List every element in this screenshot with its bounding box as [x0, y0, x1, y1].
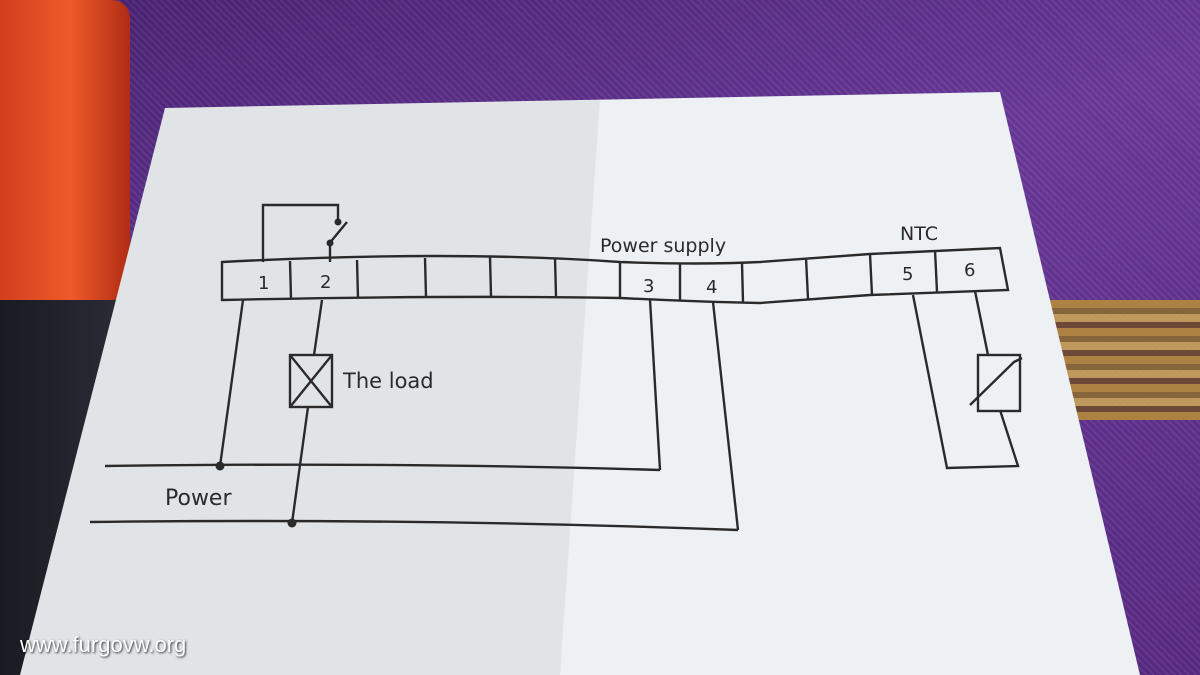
ntc-thermistor-slash: [969, 356, 1023, 406]
ntc-wire-5: [911, 294, 1020, 470]
relay-wire: [261, 203, 340, 262]
wire-terminal-4: [711, 301, 740, 531]
load-label: The load: [342, 369, 434, 393]
load-cross: [289, 354, 333, 408]
junction-power-1: [215, 461, 225, 471]
diagram-lines: [89, 203, 1023, 532]
load-symbol: [288, 353, 334, 409]
terminal-3-label: 3: [643, 276, 654, 297]
junction-switch-bottom: [326, 239, 334, 247]
wire-terminal-3: [648, 299, 662, 471]
terminal-4-label: 4: [706, 277, 717, 298]
watermark: www.furgovw.org: [20, 632, 187, 657]
paper-sheet: [20, 92, 1140, 675]
ntc-wire-6: [973, 290, 990, 356]
orange-object: [0, 0, 130, 300]
power-supply-label: Power supply: [600, 235, 726, 257]
ntc-thermistor: [976, 353, 1022, 413]
power-line-2: [89, 519, 739, 532]
terminal-5-label: 5: [902, 264, 913, 285]
terminal-dividers: [288, 249, 939, 303]
junction-power-2: [287, 518, 297, 528]
terminal-6-label: 6: [964, 260, 975, 281]
power-label: Power: [165, 486, 232, 511]
terminal-2-label: 2: [320, 272, 331, 293]
wire-terminal-1: [218, 299, 245, 467]
terminal-strip: [220, 246, 1010, 305]
ntc-label: NTC: [900, 223, 938, 245]
power-line-1: [104, 463, 661, 472]
junction-switch-top: [334, 218, 342, 226]
wire-terminal-2: [312, 299, 324, 356]
terminal-1-label: 1: [258, 273, 269, 294]
paper-shadow: [20, 100, 600, 675]
